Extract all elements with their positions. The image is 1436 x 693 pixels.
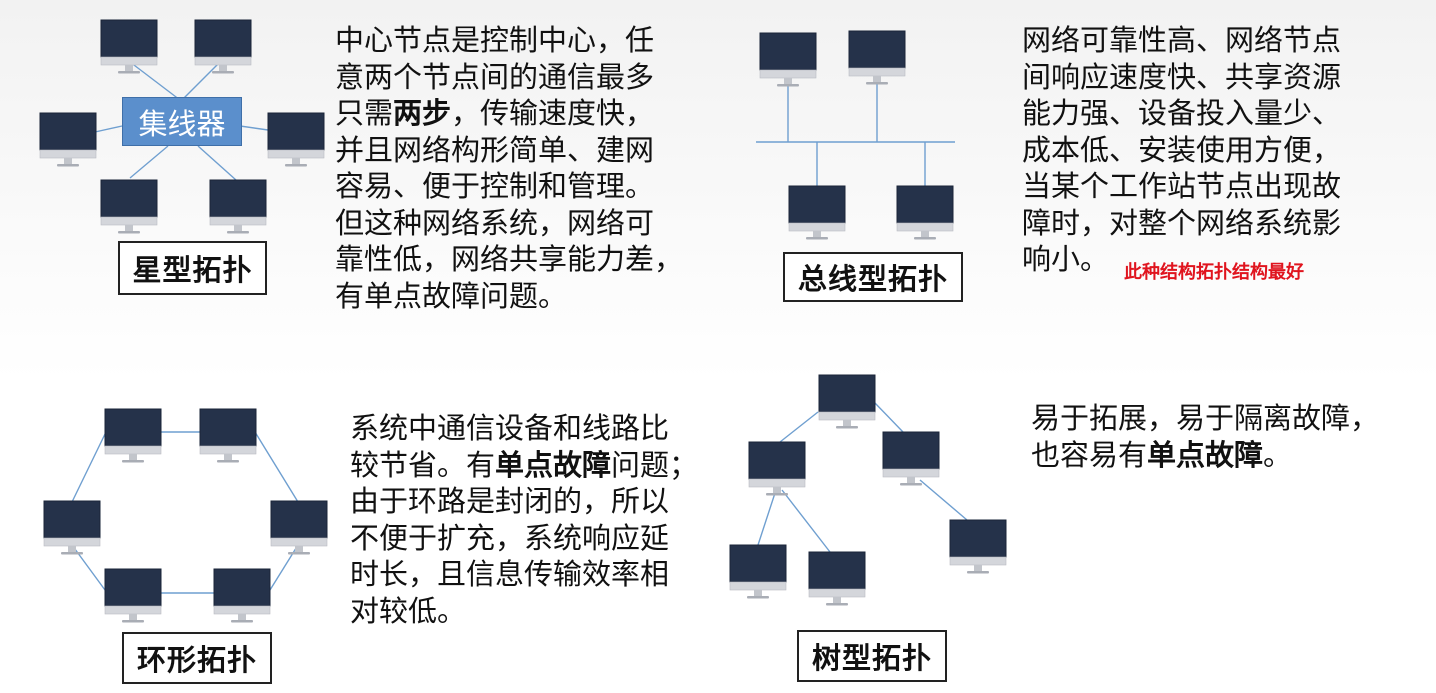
star-monitor-top-right <box>194 19 252 74</box>
tree-description: 易于拓展，易于隔离故障， 也容易有单点故障。 <box>1031 401 1380 472</box>
star-description: 中心节点是控制中心，任 意两个节点间的通信最多 只需两步，传输速度快， 并且网络… <box>335 23 684 313</box>
tree-monitor-mid-right <box>882 431 940 486</box>
star-hub: 集线器 <box>122 97 242 146</box>
tree-monitor-leaf-2 <box>808 551 866 606</box>
tree-monitor-mid-left <box>748 441 806 496</box>
tree-monitor-leaf-3 <box>949 519 1007 574</box>
star-monitor-left <box>39 112 97 167</box>
bus-monitor-top-right <box>848 30 906 85</box>
bus-links <box>756 76 955 186</box>
ring-title: 环形拓扑 <box>122 632 272 684</box>
star-monitor-bottom-left <box>100 179 158 234</box>
ring-monitor-right <box>270 500 328 555</box>
star-title: 星型拓扑 <box>118 241 267 295</box>
bus-monitor-bottom-right <box>896 185 954 240</box>
bus-note: 此种结构拓扑结构最好 <box>1124 262 1304 283</box>
ring-monitor-bottom-right <box>213 568 271 623</box>
bus-title: 总线型拓扑 <box>783 252 963 302</box>
star-monitor-top-left <box>100 19 158 74</box>
star-monitor-bottom-right <box>209 179 267 234</box>
star-monitor-right <box>267 112 325 167</box>
ring-monitor-top-right <box>199 408 257 463</box>
bus-description: 网络可靠性高、网络节点 间响应速度快、共享资源 能力强、设备投入量少、 成本低、… <box>1022 23 1342 276</box>
star-links <box>94 61 269 181</box>
tree-monitor-leaf-1 <box>729 544 787 599</box>
ring-monitor-left <box>43 500 101 555</box>
star-hub-label: 集线器 <box>138 106 226 141</box>
ring-monitor-top-left <box>104 408 162 463</box>
tree-links <box>757 401 968 553</box>
ring-monitor-bottom-left <box>104 568 162 623</box>
tree-title: 树型拓扑 <box>797 630 947 682</box>
ring-description: 系统中通信设备和线路比 较节省。有单点故障问题； 由于环路是封闭的，所以 不便于… <box>350 411 699 628</box>
bus-monitor-top-left <box>759 32 817 87</box>
tree-monitor-root <box>818 374 876 429</box>
bus-monitor-bottom-left <box>788 185 846 240</box>
